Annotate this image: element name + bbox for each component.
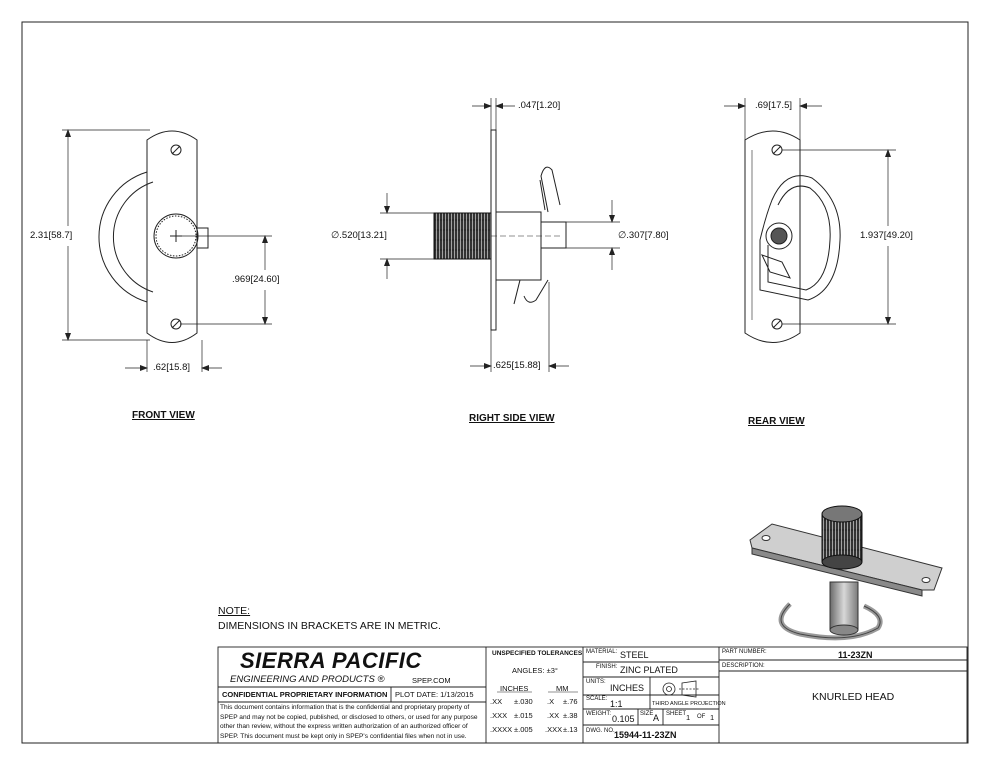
dwg-no-label: DWG. NO.	[586, 728, 615, 734]
tol-mm-val-3: ±.13	[563, 725, 578, 734]
side-length-dim: .625[15.88]	[493, 360, 541, 371]
confidential-header: CONFIDENTIAL PROPRIETARY INFORMATION	[222, 690, 388, 699]
of-label: OF	[697, 714, 706, 720]
rear-view-label: REAR VIEW	[748, 416, 805, 427]
rear-view-drawing	[744, 130, 841, 343]
material-label: MATERIAL:	[586, 649, 618, 655]
note-title: NOTE:	[218, 605, 251, 617]
description-value: KNURLED HEAD	[812, 691, 895, 703]
tol-in-fmt-3: .XXXX	[490, 725, 513, 734]
weight-label: WEIGHT:	[586, 711, 611, 717]
tol-mm-val-1: ±.76	[563, 697, 578, 706]
tol-in-val-1: ±.030	[514, 697, 533, 706]
dwg-no-value: 15944-11-23ZN	[614, 730, 677, 740]
company-logo: SIERRA PACIFIC	[240, 648, 422, 673]
front-view-label: FRONT VIEW	[132, 410, 195, 421]
front-view-drawing	[98, 130, 209, 343]
company-website: SPEP.COM	[412, 676, 451, 685]
side-thickness-dim: .047[1.20]	[518, 100, 561, 111]
front-width-dim: .62[15.8]	[153, 362, 190, 373]
sheet-total: 1	[710, 713, 715, 722]
side-view-dimensions	[380, 98, 620, 372]
front-height-dim: 2.31[58.7]	[30, 230, 73, 241]
note-text: DIMENSIONS IN BRACKETS ARE IN METRIC.	[218, 620, 441, 632]
units-label: UNITS:	[586, 679, 606, 685]
scale-label: SCALE:	[586, 696, 608, 702]
side-pin-dia-dim: ∅.307[7.80]	[618, 230, 669, 241]
registered-mark: ®	[377, 674, 385, 685]
finish-value: ZINC PLATED	[620, 665, 678, 675]
tol-mm-fmt-2: .XX	[547, 711, 560, 720]
sheet-number: 1	[686, 713, 691, 722]
description-label: DESCRIPTION:	[722, 663, 765, 669]
confidential-text: This document contains information that …	[220, 704, 478, 740]
inches-header: INCHES	[500, 684, 529, 693]
angles-tolerance: ANGLES: ±3°	[512, 666, 558, 675]
front-view-dimensions	[62, 129, 272, 372]
isometric-view	[749, 505, 943, 641]
plot-date: PLOT DATE: 1/13/2015	[395, 690, 474, 699]
tol-in-fmt-2: .XXX	[490, 711, 508, 720]
mm-header: MM	[556, 684, 569, 693]
front-hole-spacing-dim: .969[24.60]	[232, 274, 280, 285]
tol-in-val-3: ±.005	[514, 725, 533, 734]
projection-label: THIRD ANGLE PROJECTION	[652, 701, 726, 707]
size-value: A	[653, 713, 660, 723]
side-view-label: RIGHT SIDE VIEW	[469, 413, 555, 424]
rear-offset-dim: .69[17.5]	[755, 100, 792, 111]
material-value: STEEL	[620, 650, 649, 660]
tol-mm-fmt-1: .X	[547, 697, 555, 706]
third-angle-projection-icon	[662, 680, 700, 698]
weight-value: 0.105	[612, 714, 635, 724]
tol-in-val-2: ±.015	[514, 711, 533, 720]
size-label: SIZE	[640, 711, 654, 717]
tol-in-fmt-1: .XX	[490, 697, 503, 706]
rear-height-dim: 1.937[49.20]	[860, 230, 913, 241]
part-number-value: 11-23ZN	[838, 650, 873, 660]
company-subtitle: ENGINEERING AND PRODUCTS ®	[230, 674, 385, 685]
side-view-drawing	[433, 129, 567, 331]
part-number-label: PART NUMBER:	[722, 649, 767, 655]
tol-mm-fmt-3: .XXX	[545, 725, 563, 734]
rear-view-dimensions	[724, 98, 896, 325]
finish-label: FINISH:	[596, 664, 618, 670]
tol-mm-val-2: ±.38	[563, 711, 578, 720]
units-value: INCHES	[610, 683, 645, 693]
tolerances-header: UNSPECIFIED TOLERANCES	[492, 650, 583, 657]
sheet-label: SHEET	[666, 711, 687, 717]
scale-value: 1:1	[610, 699, 623, 709]
side-knob-dia-dim: ∅.520[13.21]	[331, 230, 387, 241]
